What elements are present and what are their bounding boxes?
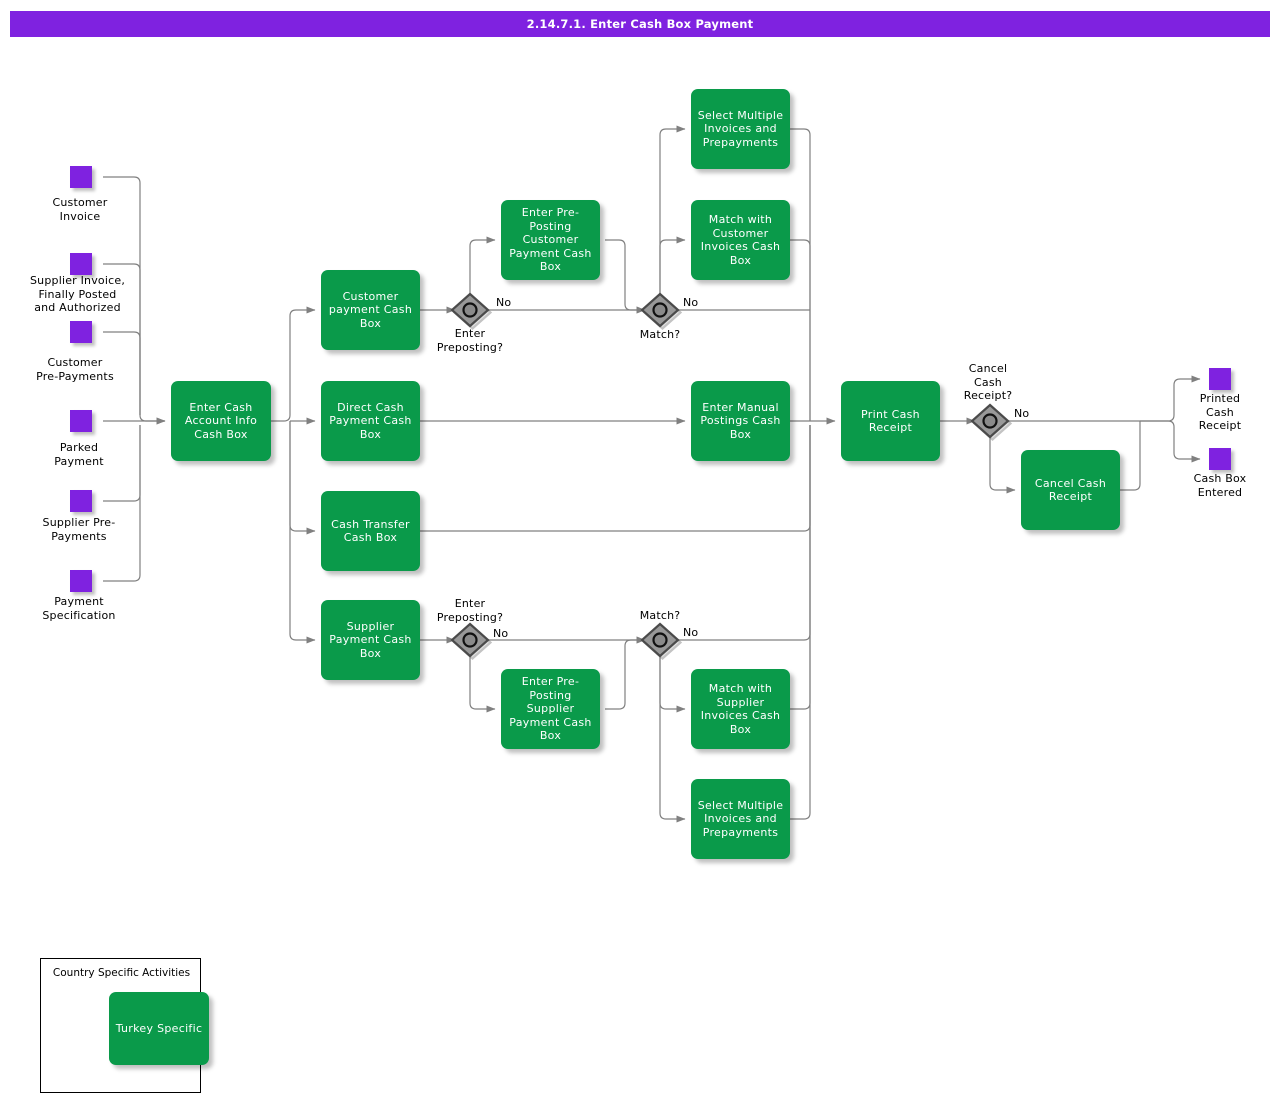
output-label-cash-box-entered: Cash Box Entered bbox=[1193, 472, 1247, 499]
output-label-printed-cash-receipt: Printed Cash Receipt bbox=[1198, 392, 1242, 432]
gateway-branch-label-preposting-supplier: No bbox=[493, 627, 509, 640]
gateway-label-match-customer: Match? bbox=[639, 328, 681, 341]
activity-cash-transfer-cash-box[interactable]: Cash Transfer Cash Box bbox=[321, 491, 420, 571]
input-marker-parked-payment[interactable] bbox=[70, 410, 92, 432]
input-label-parked-payment: Parked Payment bbox=[54, 441, 104, 468]
activity-customer-payment-cash-box[interactable]: Customer payment Cash Box bbox=[321, 270, 420, 350]
output-marker-printed-cash-receipt[interactable] bbox=[1209, 368, 1231, 390]
activity-print-cash-receipt[interactable]: Print Cash Receipt bbox=[841, 381, 940, 461]
activity-match-with-supplier-invoices-cash-box[interactable]: Match with Supplier Invoices Cash Box bbox=[691, 669, 790, 749]
title-bar: 2.14.7.1. Enter Cash Box Payment bbox=[10, 11, 1270, 37]
legend-item-turkey-specific: Turkey Specific bbox=[109, 992, 209, 1065]
gateway-branch-label-match-supplier: No bbox=[683, 626, 699, 639]
legend-title: Country Specific Activities bbox=[52, 967, 191, 979]
activity-cancel-cash-receipt[interactable]: Cancel Cash Receipt bbox=[1021, 450, 1120, 530]
activity-enter-cash-account-info[interactable]: Enter Cash Account Info Cash Box bbox=[171, 381, 271, 461]
legend-country-specific-activities: Country Specific Activities Turkey Speci… bbox=[40, 958, 209, 1093]
input-label-payment-specification: Payment Specification bbox=[42, 595, 116, 622]
activity-select-multiple-invoices-and-prepayments-bottom[interactable]: Select Multiple Invoices and Prepayments bbox=[691, 779, 790, 859]
input-label-supplier-prepayments: Supplier Pre- Payments bbox=[42, 516, 116, 543]
activity-enter-preposting-supplier-payment-cash-box[interactable]: Enter Pre- Posting Supplier Payment Cash… bbox=[501, 669, 600, 749]
input-marker-payment-specification[interactable] bbox=[70, 570, 92, 592]
gateway-label-cancel-receipt: Cancel Cash Receipt? bbox=[963, 362, 1013, 402]
page-title: 2.14.7.1. Enter Cash Box Payment bbox=[526, 17, 754, 31]
input-marker-customer-prepayments[interactable] bbox=[70, 321, 92, 343]
gateway-label-preposting-customer: Enter Preposting? bbox=[436, 327, 504, 354]
input-label-supplier-invoice: Supplier Invoice, Finally Posted and Aut… bbox=[29, 274, 126, 314]
activity-match-with-customer-invoices-cash-box[interactable]: Match with Customer Invoices Cash Box bbox=[691, 200, 790, 280]
activity-supplier-payment-cash-box[interactable]: Supplier Payment Cash Box bbox=[321, 600, 420, 680]
gateway-label-match-supplier: Match? bbox=[639, 609, 681, 622]
output-marker-cash-box-entered[interactable] bbox=[1209, 448, 1231, 470]
gateway-label-preposting-supplier: Enter Preposting? bbox=[436, 597, 504, 624]
activity-direct-cash-payment-cash-box[interactable]: Direct Cash Payment Cash Box bbox=[321, 381, 420, 461]
input-marker-supplier-prepayments[interactable] bbox=[70, 490, 92, 512]
gateway-branch-label-preposting-customer: No bbox=[496, 296, 512, 309]
gateway-branch-label-cancel-receipt: No bbox=[1014, 407, 1030, 420]
activity-select-multiple-invoices-and-prepayments-top[interactable]: Select Multiple Invoices and Prepayments bbox=[691, 89, 790, 169]
gateway-branch-label-match-customer: No bbox=[683, 296, 699, 309]
activity-enter-preposting-customer-payment-cash-box[interactable]: Enter Pre- Posting Customer Payment Cash… bbox=[501, 200, 600, 280]
input-marker-customer-invoice[interactable] bbox=[70, 166, 92, 188]
input-label-customer-prepayments: Customer Pre-Payments bbox=[36, 356, 114, 383]
input-label-customer-invoice: Customer Invoice bbox=[52, 196, 108, 223]
input-marker-supplier-invoice[interactable] bbox=[70, 253, 92, 275]
activity-enter-manual-postings-cash-box[interactable]: Enter Manual Postings Cash Box bbox=[691, 381, 790, 461]
